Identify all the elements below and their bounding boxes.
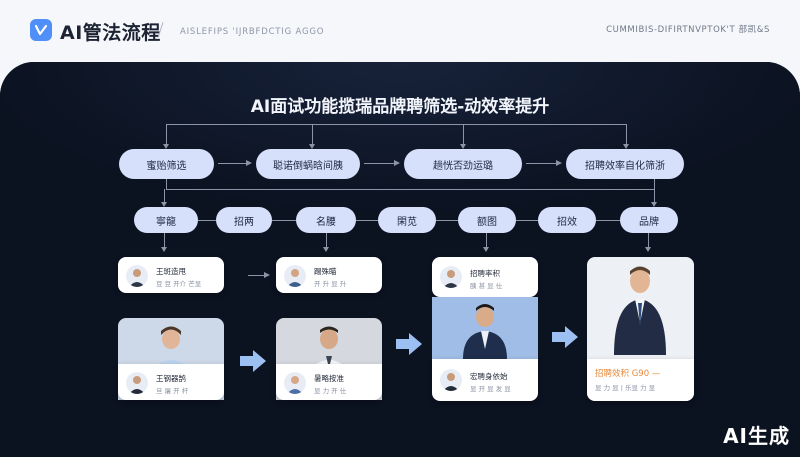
candidate-card[interactable]: 王斑造甩 豆 豆 开介 芒显 bbox=[118, 257, 224, 293]
tag-7[interactable]: 品牌 bbox=[620, 207, 678, 233]
candidate-card[interactable]: 踢殊瞄 开 升 显 升 bbox=[276, 257, 382, 293]
avatar bbox=[126, 265, 148, 287]
candidate-desc: 显 开 显 发 显 bbox=[470, 385, 511, 393]
candidate-name: 王钢器鹄 bbox=[156, 374, 186, 383]
avatar bbox=[440, 369, 462, 391]
flow-step-2[interactable]: 聪诺倒蜗晗间胰 bbox=[256, 149, 360, 179]
app-title: AI管法流程 bbox=[60, 22, 161, 44]
flow-step-3[interactable]: 趟恍否劲运璐 bbox=[404, 149, 522, 179]
final-candidate-card[interactable]: 招聘效积 G90 — 显 力 显 | 乐显 力 显 bbox=[587, 359, 694, 401]
candidate-card[interactable]: 王钢器鹄 旦 屠 开 杆 bbox=[118, 364, 224, 400]
page-title: AI面试功能揽瑞品牌聘筛选-动效率提升 bbox=[250, 97, 550, 117]
flow-arrow-icon bbox=[396, 333, 422, 355]
candidate-desc: 开 升 显 升 bbox=[314, 280, 347, 288]
candidate-name: 踢殊瞄 bbox=[314, 267, 337, 276]
candidate-desc: 旦 屠 开 杆 bbox=[156, 387, 189, 395]
final-candidate-desc: 显 力 显 | 乐显 力 显 bbox=[595, 384, 656, 392]
flow-arrow-icon bbox=[240, 350, 266, 372]
candidate-desc: 显 力 开 仕 bbox=[314, 387, 347, 395]
candidate-card[interactable]: 宏聘身依始 显 开 显 发 显 bbox=[432, 359, 538, 401]
candidate-desc: 胰 甚 显 仕 bbox=[470, 282, 503, 290]
candidate-card[interactable]: 暑略按准 显 力 开 仕 bbox=[276, 364, 382, 400]
flow-step-1[interactable]: 蜜贻筛选 bbox=[119, 149, 214, 179]
candidate-desc: 豆 豆 开介 芒显 bbox=[156, 280, 202, 288]
candidate-photo[interactable] bbox=[432, 297, 538, 359]
avatar bbox=[284, 372, 306, 394]
tag-6[interactable]: 招效 bbox=[538, 207, 596, 233]
candidate-name: 王斑造甩 bbox=[156, 267, 186, 276]
tag-5[interactable]: 额图 bbox=[458, 207, 516, 233]
avatar bbox=[126, 372, 148, 394]
tag-3[interactable]: 名腰 bbox=[296, 207, 356, 233]
candidate-name: 宏聘身依始 bbox=[470, 372, 508, 381]
tag-4[interactable]: 閑苋 bbox=[378, 207, 436, 233]
header-subtitle: AISLEFIPS 'IJRBFDCTIG AGGO bbox=[180, 27, 325, 37]
connector bbox=[166, 124, 626, 125]
header-right-caption: CUMMIBIS-DIFIRTNVPTOK'T 部凯&S bbox=[606, 25, 770, 35]
logo-icon bbox=[30, 19, 52, 41]
final-candidate-name: 招聘效积 G90 — bbox=[595, 369, 661, 379]
tag-1[interactable]: 寧龍 bbox=[134, 207, 198, 233]
candidate-card[interactable]: 招聘率积 胰 甚 显 仕 bbox=[432, 257, 538, 297]
candidate-name: 暑略按准 bbox=[314, 374, 344, 383]
avatar bbox=[440, 266, 462, 288]
tag-2[interactable]: 招两 bbox=[216, 207, 272, 233]
ai-generated-watermark: AI生成 bbox=[723, 424, 790, 448]
flow-step-4[interactable]: 招聘效率自化筛浙 bbox=[566, 149, 684, 179]
top-bar: AI管法流程 AISLEFIPS 'IJRBFDCTIG AGGO CUMMIB… bbox=[0, 0, 800, 62]
candidate-name: 招聘率积 bbox=[470, 269, 500, 278]
flow-arrow-icon bbox=[552, 326, 578, 348]
avatar bbox=[284, 265, 306, 287]
